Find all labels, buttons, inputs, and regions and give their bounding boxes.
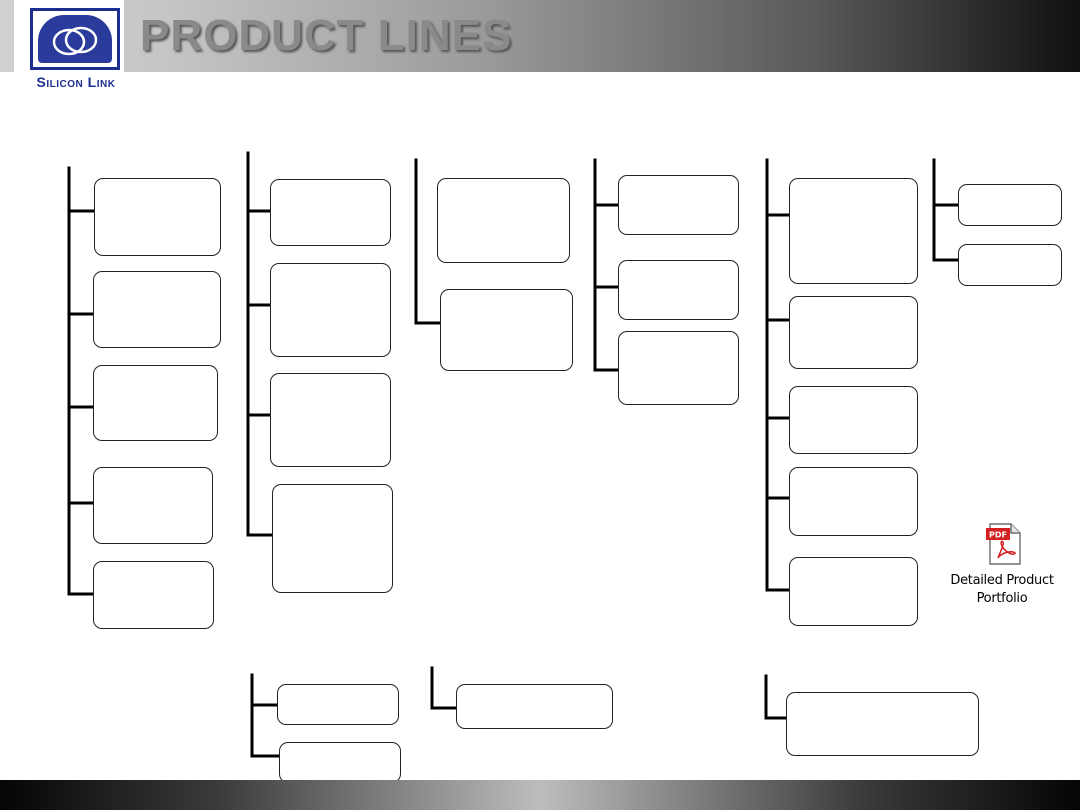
product-box[interactable] <box>437 178 570 263</box>
product-box[interactable] <box>270 263 391 357</box>
product-box[interactable] <box>789 178 918 284</box>
logo-emblem <box>38 15 112 63</box>
product-box[interactable] <box>618 175 739 235</box>
product-box[interactable] <box>93 467 213 544</box>
pdf-icon-text: PDF <box>989 531 1007 540</box>
product-box[interactable] <box>270 179 391 246</box>
product-box[interactable] <box>789 296 918 369</box>
product-box[interactable] <box>272 484 393 593</box>
page-title: PRODUCT LINES <box>140 11 513 60</box>
product-box[interactable] <box>789 467 918 536</box>
product-box[interactable] <box>618 260 739 320</box>
pdf-link-label: Detailed Product Portfolio <box>946 572 1058 608</box>
header-bar: PRODUCT LINES <box>0 0 1080 72</box>
product-box[interactable] <box>270 373 391 467</box>
pdf-document-icon: PDF <box>986 523 1021 565</box>
pdf-label-line1: Detailed Product <box>950 573 1054 588</box>
logo-wordmark: Silicon Link <box>36 74 116 90</box>
product-box[interactable] <box>279 742 401 783</box>
product-box[interactable] <box>456 684 613 729</box>
logo-rings-icon <box>52 26 98 56</box>
company-logo: Silicon Link <box>14 0 124 96</box>
product-box[interactable] <box>93 561 214 629</box>
product-box[interactable] <box>786 692 979 756</box>
product-box[interactable] <box>93 365 218 441</box>
product-box[interactable] <box>93 271 221 348</box>
product-box[interactable] <box>277 684 399 725</box>
product-box[interactable] <box>958 184 1062 226</box>
product-box[interactable] <box>789 557 918 626</box>
product-box[interactable] <box>440 289 573 371</box>
detailed-portfolio-link[interactable]: PDF Detailed Product Portfolio <box>946 520 1062 610</box>
footer-bar <box>0 780 1080 810</box>
product-box[interactable] <box>789 386 918 454</box>
product-box[interactable] <box>618 331 739 405</box>
product-box[interactable] <box>958 244 1062 286</box>
pdf-label-line2: Portfolio <box>976 591 1028 606</box>
product-box[interactable] <box>94 178 221 256</box>
logo-mark <box>30 8 120 70</box>
